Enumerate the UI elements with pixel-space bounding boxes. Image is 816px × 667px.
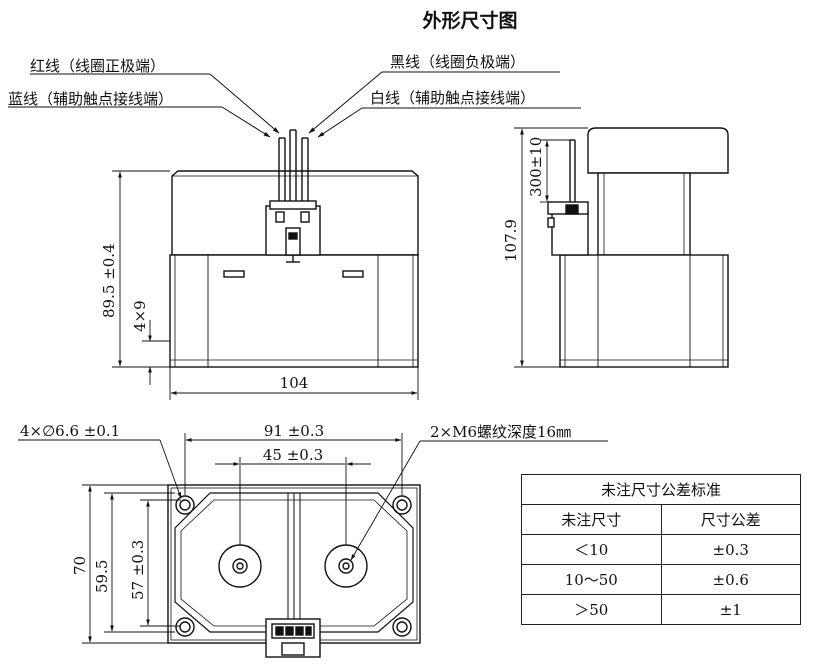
side-dimensions bbox=[514, 127, 588, 368]
table-cell: ＜10 bbox=[521, 534, 662, 565]
blue-wire-label: 蓝线（辅助触点接线端） bbox=[8, 90, 173, 108]
table-row: 10～50 ±0.6 bbox=[521, 564, 801, 595]
width-front-dim: 104 bbox=[280, 374, 309, 392]
height-front-dim: 89.5 ±0.4 bbox=[100, 243, 118, 318]
thread-callout: 2×M6螺纹深度16㎜ bbox=[430, 423, 571, 441]
bottom-view bbox=[167, 484, 421, 658]
base-depth-dim: 70 bbox=[71, 556, 89, 575]
wire-labels: 红线（线圈正极端） 蓝线（辅助触点接线端） 黑线（线圈负极端） 白线（辅助触点接… bbox=[8, 53, 581, 138]
height-side-dim: 107.9 bbox=[502, 219, 520, 262]
table-header-dimension: 未注尺寸 bbox=[521, 504, 662, 535]
hole-span-dim: 91 ±0.3 bbox=[264, 422, 324, 440]
table-row: ＜10 ±0.3 bbox=[521, 534, 801, 565]
table-row: ＞50 ±1 bbox=[521, 594, 801, 625]
table-cell: ±0.6 bbox=[660, 564, 801, 595]
tolerance-table: 未注尺寸公差标准 未注尺寸 尺寸公差 ＜10 ±0.3 10～50 ±0.6 ＞… bbox=[521, 474, 801, 625]
black-wire-label: 黑线（线圈负极端） bbox=[390, 53, 525, 71]
white-wire-label: 白线（辅助触点接线端） bbox=[370, 89, 535, 107]
table-header-row: 未注尺寸 尺寸公差 bbox=[521, 504, 801, 535]
table-cell: 10～50 bbox=[521, 564, 662, 595]
wire-length-dim: 300±10 bbox=[527, 137, 545, 197]
side-view bbox=[547, 127, 729, 368]
red-wire-label: 红线（线圈正极端） bbox=[30, 57, 165, 75]
table-title: 未注尺寸公差标准 bbox=[521, 474, 801, 505]
page-title: 外形尺寸图 bbox=[422, 9, 517, 32]
hole-depth-dim: 59.5 bbox=[93, 560, 111, 593]
table-cell: ＞50 bbox=[521, 594, 662, 625]
table-header-tolerance: 尺寸公差 bbox=[660, 504, 801, 535]
front-view bbox=[169, 129, 419, 368]
holes-callout: 4×∅6.6 ±0.1 bbox=[20, 422, 120, 440]
table-cell: ±0.3 bbox=[660, 534, 801, 565]
table-cell: ±1 bbox=[660, 594, 801, 625]
front-dimensions bbox=[112, 170, 419, 400]
bottom-dimensions bbox=[18, 433, 608, 644]
slot-dim: 4×9 bbox=[131, 300, 149, 332]
inner-depth-dim: 57 ±0.3 bbox=[129, 540, 147, 600]
terminal-span-dim: 45 ±0.3 bbox=[263, 446, 323, 464]
table-title-row: 未注尺寸公差标准 bbox=[521, 474, 801, 505]
